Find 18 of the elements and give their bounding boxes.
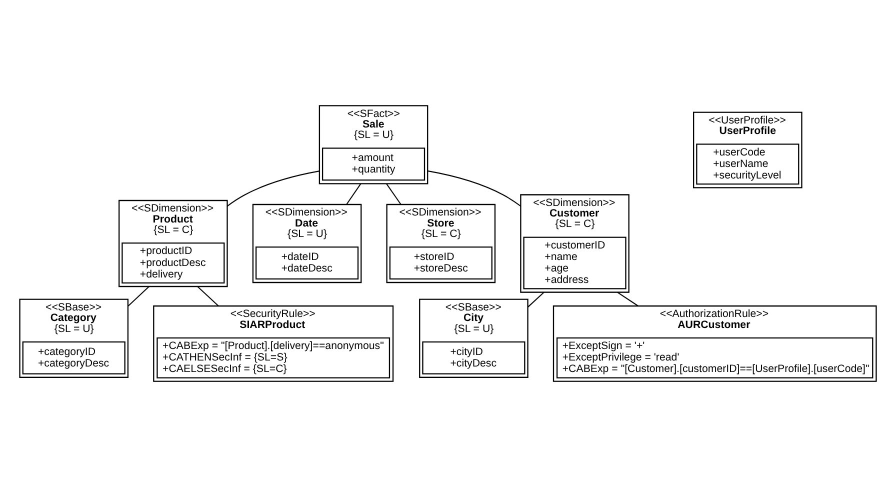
node-box: +CABExp = "[Product].[delivery]==anonymous" +CATHENSecInf = {SL=S} +CAELSESecInf = {SL=C} (156, 336, 390, 378)
node-box: +dateID +dateDesc (255, 246, 359, 280)
node-box: +amount +quantity (322, 147, 426, 180)
connector (128, 286, 150, 306)
connector (617, 291, 638, 306)
connector (386, 182, 402, 204)
node-box: +categoryID +categoryDesc (22, 340, 126, 374)
connector (226, 170, 320, 206)
connector (527, 291, 544, 308)
node-box: +cityID +cityDesc (422, 340, 526, 374)
node-box: +userCode +userName +securityLevel (696, 143, 800, 184)
node-box: +productID +productDesc +delivery (122, 242, 225, 284)
node-box: +storeID +storeDesc (389, 246, 492, 280)
connector (428, 170, 522, 206)
connector (197, 286, 219, 306)
node-box: +customerID +name +age +address (523, 236, 626, 289)
node-box: +ExceptSign = '+' +ExceptPrivilege = 'read' +CABExp = "[Customer].[customerID]==[UserProfile].[userCode]" (556, 336, 874, 378)
connector (346, 182, 362, 204)
